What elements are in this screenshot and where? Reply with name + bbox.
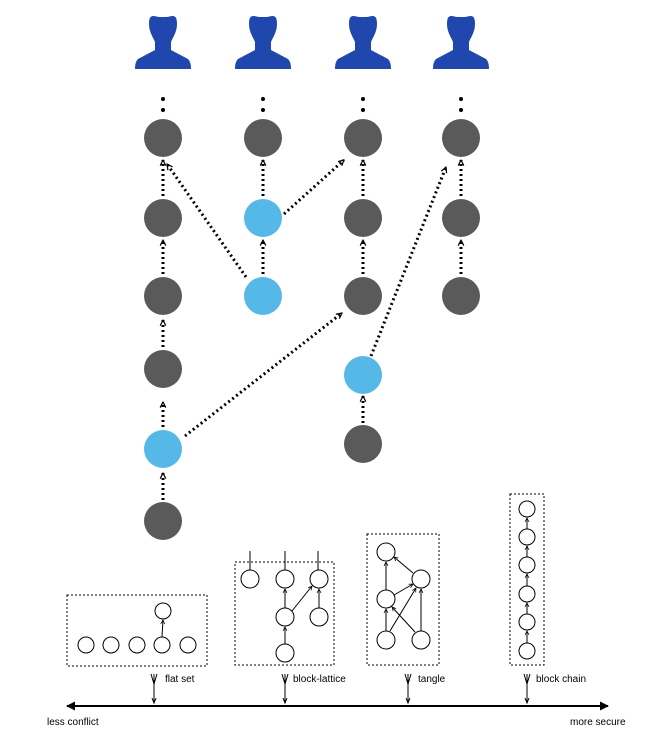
user-icon: [135, 15, 191, 69]
block-chain-label: block chain: [536, 674, 586, 685]
block-node: [344, 119, 382, 157]
block-node-highlighted: [244, 199, 282, 237]
flat-set-label: flat set: [165, 674, 195, 685]
axis-left-label: less conflict: [47, 717, 99, 728]
axis-right-label: more secure: [570, 717, 626, 728]
block-node: [144, 119, 182, 157]
block-node: [442, 119, 480, 157]
flat-set-diagram: [66, 594, 208, 667]
ellipsis-dots: [161, 97, 463, 112]
block-node: [144, 502, 182, 540]
block-node: [144, 199, 182, 237]
tangle-label: tangle: [418, 674, 446, 685]
block-node: [144, 277, 182, 315]
tangle-diagram: [366, 533, 440, 666]
block-node: [144, 350, 182, 388]
axis-tick: [523, 673, 531, 705]
block-node: [442, 199, 480, 237]
user-icon: [235, 15, 291, 69]
block-node-highlighted: [244, 277, 282, 315]
block-lattice-diagram: [234, 551, 335, 666]
block-node-highlighted: [144, 430, 182, 468]
security-axis: [66, 673, 609, 711]
block-node: [344, 425, 382, 463]
axis-tick: [404, 673, 412, 705]
user-icon: [335, 15, 391, 69]
axis-tick: [281, 673, 289, 705]
block-lattice-label: block-lattice: [293, 674, 346, 685]
axis-tick: [150, 673, 158, 705]
user-icon: [433, 15, 489, 69]
block-node: [344, 277, 382, 315]
block-node: [244, 119, 282, 157]
block-node: [344, 199, 382, 237]
nodes: [144, 119, 480, 540]
block-node: [442, 277, 480, 315]
user-icons: [135, 15, 489, 69]
block-node-highlighted: [344, 356, 382, 394]
block-chain-diagram: [509, 493, 545, 666]
chain-links: [163, 158, 461, 500]
